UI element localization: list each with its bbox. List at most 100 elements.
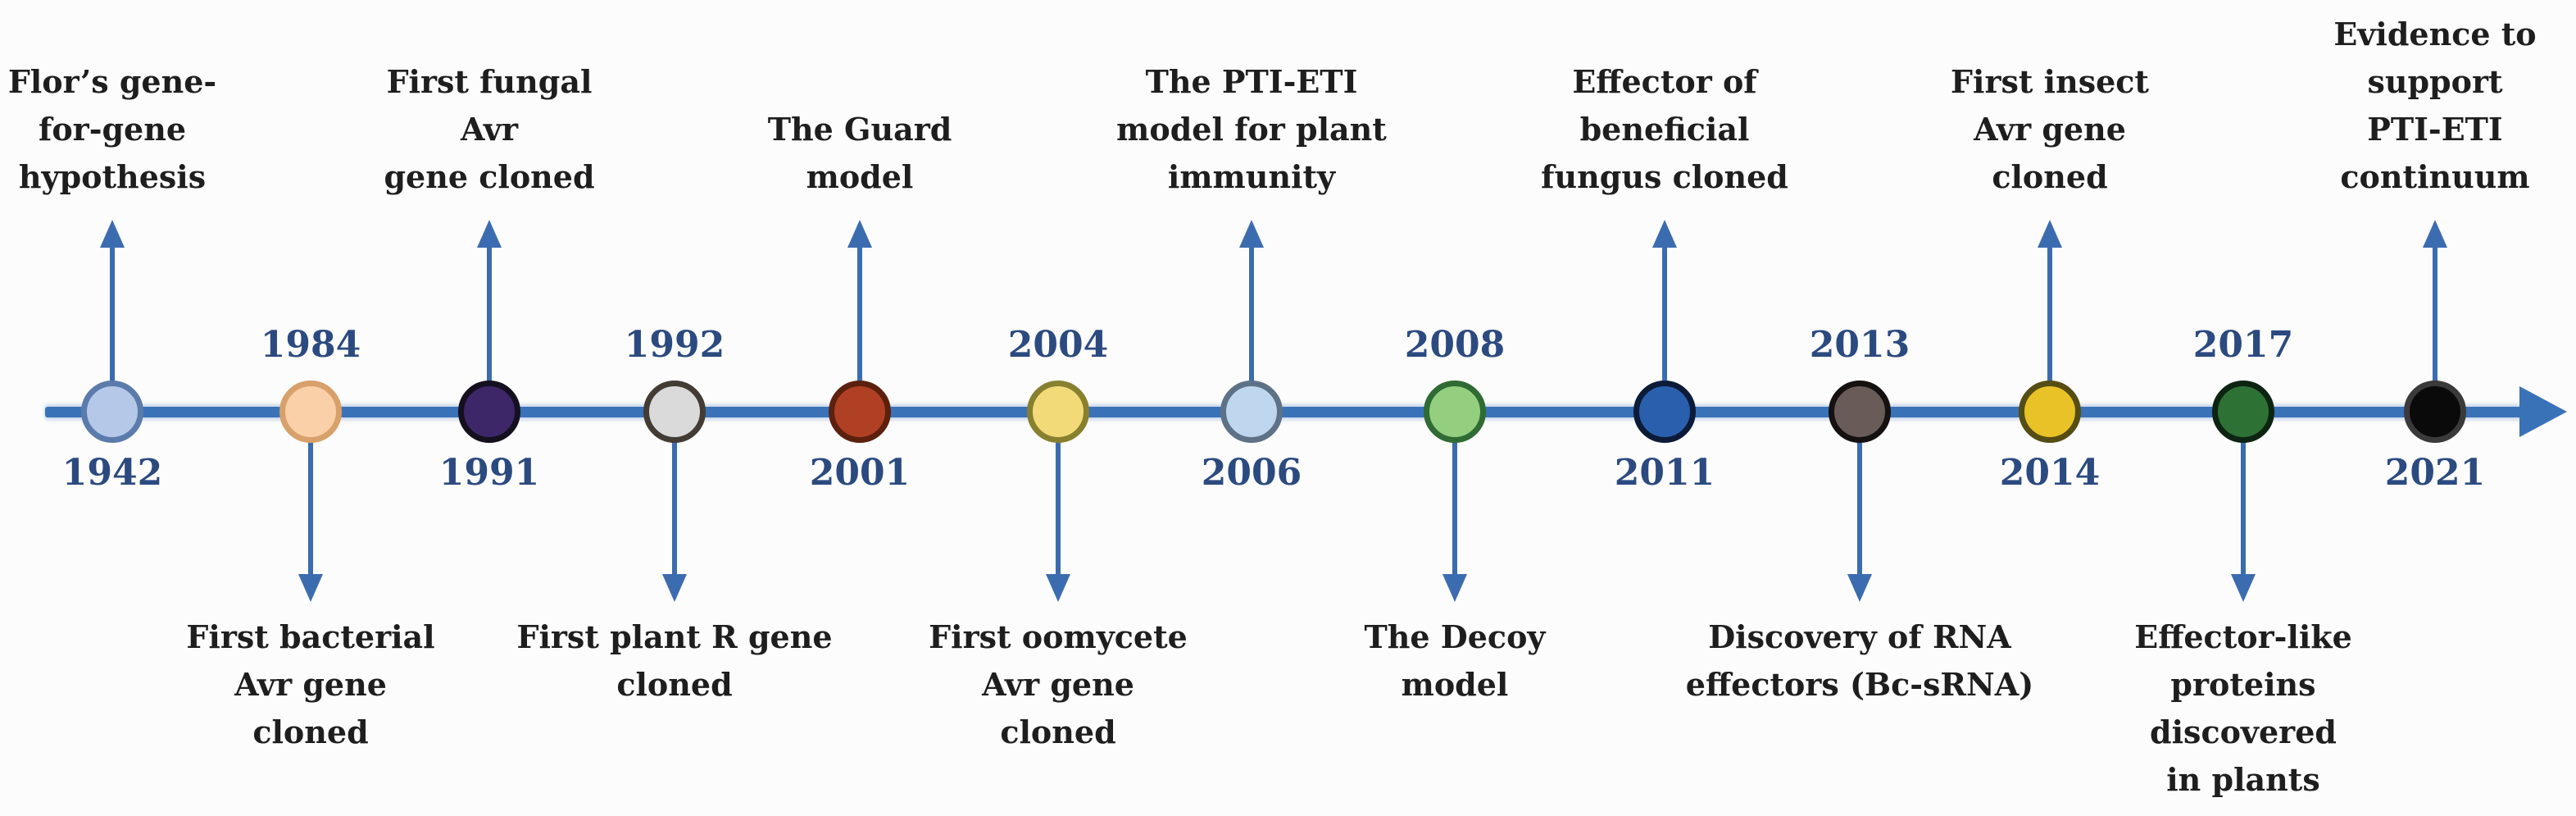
down-arrow-icon xyxy=(1046,574,1070,602)
up-arrow-stem xyxy=(110,246,115,382)
event-label-line: discovered xyxy=(2150,713,2337,750)
up-arrow-icon xyxy=(1239,220,1264,248)
event-marker xyxy=(2212,381,2274,443)
timeline-axis xyxy=(45,407,2523,417)
event-label-line: model for plant xyxy=(1116,111,1387,148)
event-label-line: Avr xyxy=(460,111,519,148)
event-label-line: cloned xyxy=(1000,713,1116,750)
event-label: Flor’s gene-for-gene hypothesis xyxy=(8,58,216,201)
down-arrow-icon xyxy=(298,574,323,602)
up-arrow-stem xyxy=(1249,246,1254,382)
event-label-line: gene cloned xyxy=(384,158,595,195)
event-marker xyxy=(829,381,891,443)
event-label-line: Evidence to xyxy=(2333,16,2537,52)
event-label-line: Avr gene xyxy=(1974,111,2126,148)
timeline-axis-arrowhead-icon xyxy=(2519,386,2567,437)
event-label-line: cloned xyxy=(616,666,733,703)
event-label-line: Effector-like xyxy=(2134,618,2352,655)
year-label: 1984 xyxy=(260,324,361,366)
up-arrow-icon xyxy=(1652,220,1677,248)
event-label: The PTI-ETI model for plant immunity xyxy=(1116,58,1387,201)
event-label-line: cloned xyxy=(1992,158,2108,195)
year-label: 2001 xyxy=(809,452,911,494)
down-arrow-stem xyxy=(2241,441,2246,576)
event-label-line: Discovery of RNA xyxy=(1708,618,2011,655)
event-label-line: for-gene xyxy=(38,111,187,148)
event-marker xyxy=(81,381,143,443)
down-arrow-icon xyxy=(662,574,687,602)
event-label-line: hypothesis xyxy=(18,158,207,195)
event-label-line: First plant R gene xyxy=(516,618,833,655)
event-label-line: The Decoy xyxy=(1364,618,1546,655)
year-label: 2014 xyxy=(1999,452,2101,494)
year-label: 1992 xyxy=(624,324,725,366)
event-label-line: First insect xyxy=(1951,63,2149,100)
event-label-line: The PTI-ETI xyxy=(1145,63,1358,100)
event-label: Discovery of RNA effectors (Bc-sRNA) xyxy=(1686,613,2033,709)
event-marker xyxy=(1027,381,1089,443)
event-marker xyxy=(1424,381,1486,443)
year-label: 2008 xyxy=(1404,324,1506,366)
event-label-line: Effector of xyxy=(1572,63,1757,100)
event-marker xyxy=(2404,381,2466,443)
down-arrow-stem xyxy=(308,441,313,576)
up-arrow-stem xyxy=(1662,246,1667,382)
year-label: 2013 xyxy=(1809,324,1910,366)
event-marker xyxy=(279,381,342,443)
event-label: First plant R gene cloned xyxy=(516,613,832,709)
event-label-line: effectors (Bc-sRNA) xyxy=(1685,666,2034,703)
event-label-line: in plants xyxy=(2166,761,2320,798)
year-label: 2017 xyxy=(2192,324,2294,366)
year-label: 2021 xyxy=(2384,452,2486,494)
up-arrow-stem xyxy=(2047,246,2052,382)
event-marker xyxy=(643,381,706,443)
down-arrow-icon xyxy=(2231,574,2256,602)
up-arrow-icon xyxy=(477,220,502,248)
event-label-line: First oomycete xyxy=(929,618,1188,655)
event-label-line: beneficial xyxy=(1579,111,1750,148)
event-label-line: fungus cloned xyxy=(1541,158,1788,195)
year-label: 2011 xyxy=(1614,452,1715,494)
event-marker xyxy=(458,381,520,443)
year-label: 2006 xyxy=(1201,452,1302,494)
up-arrow-icon xyxy=(2038,220,2062,248)
up-arrow-stem xyxy=(487,246,492,382)
up-arrow-stem xyxy=(857,246,862,382)
year-label: 2004 xyxy=(1007,324,1109,366)
event-label-line: model xyxy=(1401,666,1509,703)
event-label-line: Avr gene xyxy=(234,666,387,703)
event-label: Effector of beneficial fungus cloned xyxy=(1541,58,1788,201)
up-arrow-icon xyxy=(2423,220,2447,248)
up-arrow-stem xyxy=(2433,246,2437,382)
down-arrow-stem xyxy=(1056,441,1061,576)
event-label-line: Flor’s gene- xyxy=(7,63,217,100)
down-arrow-icon xyxy=(1442,574,1467,602)
down-arrow-stem xyxy=(672,441,677,576)
event-marker xyxy=(2019,381,2081,443)
event-label-line: cloned xyxy=(252,713,369,750)
event-label-line: First bacterial xyxy=(186,618,435,655)
event-marker xyxy=(1633,381,1696,443)
up-arrow-icon xyxy=(100,220,125,248)
year-label: 1991 xyxy=(438,452,540,494)
event-label-line: model xyxy=(806,158,914,195)
event-marker xyxy=(1220,381,1283,443)
event-label-line: immunity xyxy=(1167,158,1336,195)
down-arrow-icon xyxy=(1847,574,1872,602)
event-label-line: support xyxy=(2367,63,2503,100)
event-label: The Decoy model xyxy=(1364,613,1545,709)
event-label-line: Avr gene xyxy=(982,666,1134,703)
up-arrow-icon xyxy=(847,220,872,248)
event-label-line: continuum xyxy=(2340,158,2530,195)
down-arrow-stem xyxy=(1857,441,1862,576)
event-label-line: PTI-ETI xyxy=(2367,111,2503,148)
year-label: 1942 xyxy=(61,452,163,494)
